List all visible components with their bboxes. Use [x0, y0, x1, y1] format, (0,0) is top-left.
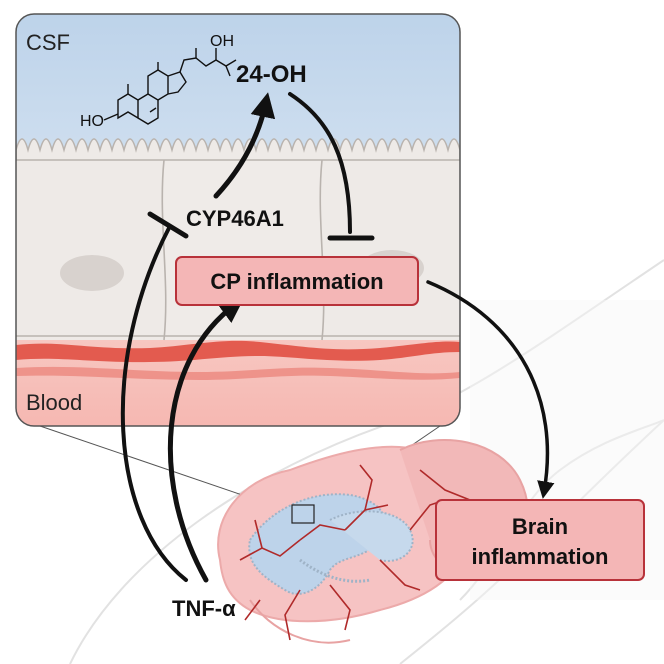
cp-inflammation-label: CP inflammation: [210, 269, 383, 294]
brain-inflammation-box: Brain inflammation: [435, 499, 645, 581]
brain: [217, 439, 529, 644]
csf-label: CSF: [26, 30, 70, 55]
inhibit-bar-cyp: [147, 211, 189, 239]
arrow-tnf-to-cp: [167, 298, 245, 583]
molecule-oh-top: OH: [210, 33, 234, 50]
inhibit-24oh-cp: [288, 92, 352, 234]
enzyme-label: CYP46A1: [186, 206, 284, 231]
molecule-name: 24-OH: [236, 61, 307, 88]
nucleus-1: [60, 255, 124, 291]
cytokine-label: TNF-α: [172, 596, 236, 621]
arrow-cyp-to-24oh: [213, 92, 276, 199]
ho-bond: [103, 113, 119, 121]
arrows: [120, 92, 555, 583]
panel-border: [15, 13, 461, 427]
blood-label: Blood: [26, 390, 82, 415]
brain-inflammation-label-line2: inflammation: [472, 544, 609, 569]
arrow-cp-to-brain: [426, 280, 555, 499]
zoom-box: [291, 504, 315, 524]
cp-inflammation-box: CP inflammation: [175, 256, 419, 306]
choroid-plexus-panel: [16, 14, 460, 426]
brain-inflammation-label-line1: Brain: [512, 514, 568, 539]
molecule-oh-left: HO: [80, 113, 104, 130]
inhibit-tnf-cyp: [120, 224, 188, 582]
sterol-structure: [117, 48, 237, 125]
